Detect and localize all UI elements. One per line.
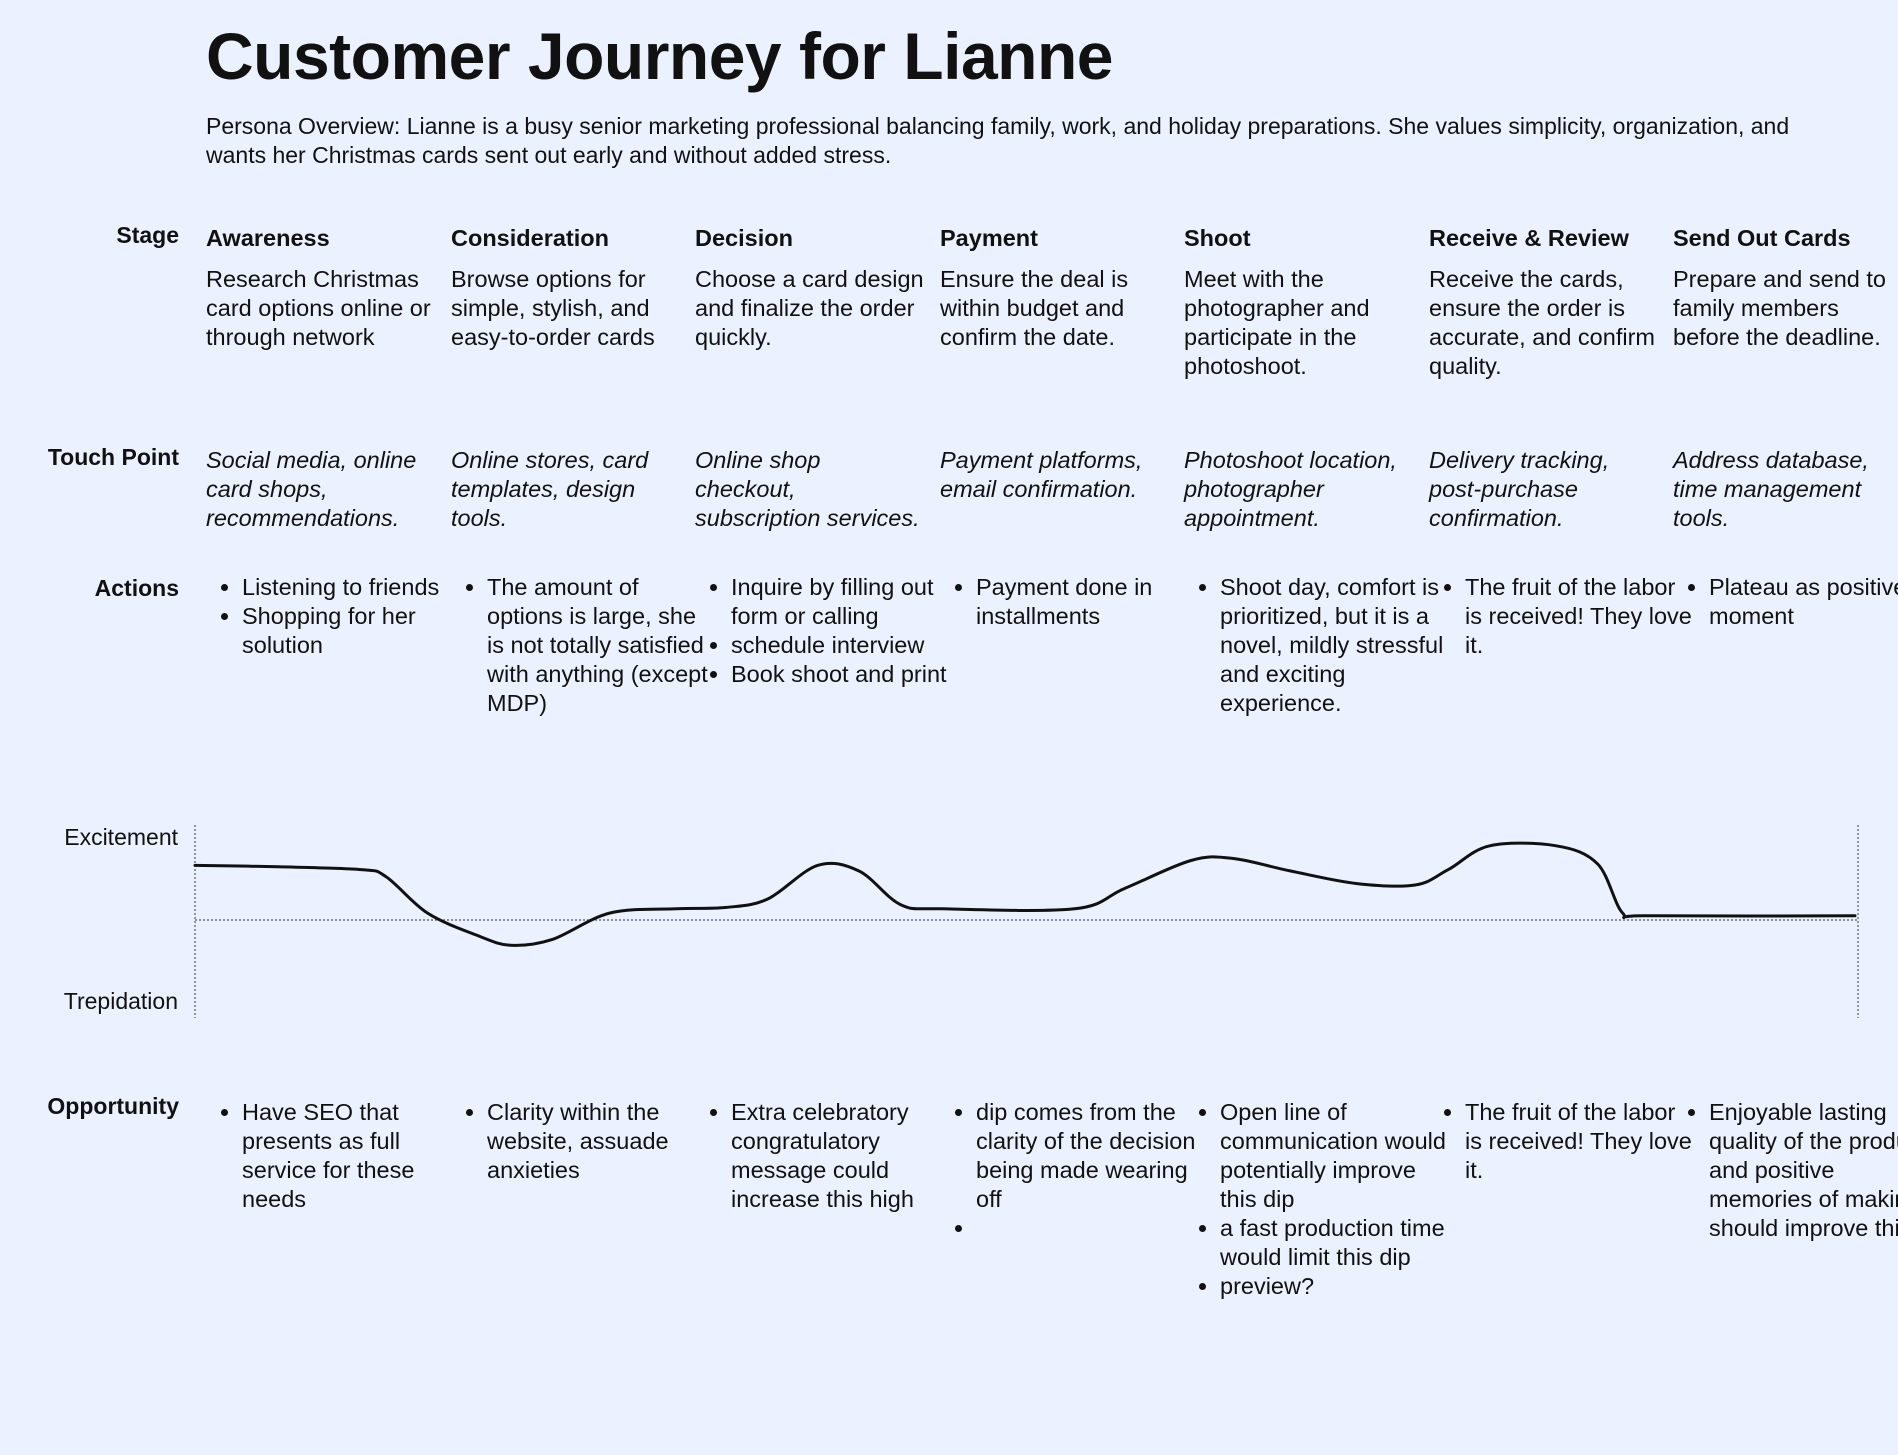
opportunity-item: dip comes from the clarity of the decisi… (976, 1098, 1208, 1214)
opportunity-list: Have SEO that presents as full service f… (206, 1098, 474, 1214)
opportunity-item: The fruit of the labor is received! They… (1465, 1098, 1697, 1185)
stage-description: Research Christmas card options online o… (206, 266, 431, 350)
actions-list: Plateau as positive moment (1673, 573, 1898, 631)
opportunity-list: Extra celebratory congratulatory message… (695, 1098, 963, 1214)
action-item: The fruit of the labor is received! They… (1465, 573, 1697, 660)
touch-point-text: Delivery tracking, post-purchase confirm… (1429, 447, 1610, 531)
axis-label-excitement: Excitement (64, 824, 178, 850)
action-item: Shopping for her solution (242, 602, 474, 660)
action-item: schedule interview (731, 631, 963, 660)
stage-description: Prepare and send to family members befor… (1673, 266, 1886, 350)
persona-overview: Persona Overview: Lianne is a busy senio… (206, 113, 1790, 168)
action-item: Book shoot and print (731, 660, 963, 689)
action-item: Shoot day, comfort is prioritized, but i… (1220, 573, 1452, 718)
opportunity-item: Have SEO that presents as full service f… (242, 1098, 474, 1214)
action-item: Inquire by filling out form or calling (731, 573, 963, 631)
stage-name: Shoot (1184, 225, 1251, 251)
stage-description: Ensure the deal is within budget and con… (940, 266, 1129, 350)
action-item: Plateau as positive moment (1709, 573, 1898, 631)
axis-label-trepidation: Trepidation (63, 988, 178, 1014)
page-title: Customer Journey for Lianne (206, 19, 1114, 93)
opportunity-list: Open line of communication would potenti… (1184, 1098, 1452, 1301)
touch-point-text: Address database, time management tools. (1673, 447, 1869, 531)
actions-list: Inquire by filling out form or callingsc… (695, 573, 963, 689)
stage-name: Receive & Review (1429, 225, 1629, 251)
stage-description: Meet with the photographer and participa… (1184, 266, 1370, 379)
opportunity-item: Extra celebratory congratulatory message… (731, 1098, 963, 1214)
touch-point-text: Social media, online card shops, recomme… (206, 447, 417, 531)
row-label-actions: Actions (94, 575, 179, 601)
action-item: Payment done in installments (976, 573, 1208, 631)
opportunity-list: Enjoyable lasting quality of the product… (1673, 1098, 1898, 1243)
opportunity-list: The fruit of the labor is received! They… (1429, 1098, 1697, 1185)
opportunity-item: preview? (1220, 1272, 1452, 1301)
actions-list: Shoot day, comfort is prioritized, but i… (1184, 573, 1452, 718)
actions-list: The fruit of the labor is received! They… (1429, 573, 1697, 660)
actions-list: Listening to friendsShopping for her sol… (206, 573, 474, 660)
touch-point-text: Payment platforms, email confirmation. (940, 447, 1143, 502)
opportunity-list: dip comes from the clarity of the decisi… (940, 1098, 1208, 1243)
stage-description: Choose a card design and finalize the or… (695, 266, 924, 350)
opportunity-list: Clarity within the website, assuade anxi… (451, 1098, 719, 1185)
stage-description: Receive the cards, ensure the order is a… (1429, 266, 1655, 379)
opportunity-item: a fast production time would limit this … (1220, 1214, 1452, 1272)
row-label-opportunity: Opportunity (47, 1093, 179, 1119)
touch-point-text: Online shop checkout, subscription servi… (695, 447, 920, 531)
row-label-touch-point: Touch Point (47, 444, 179, 470)
opportunity-item: Enjoyable lasting quality of the product… (1709, 1098, 1898, 1243)
actions-list: Payment done in installments (940, 573, 1208, 631)
stage-name: Payment (940, 225, 1038, 251)
actions-list: The amount of options is large, she is n… (451, 573, 719, 718)
action-item: Listening to friends (242, 573, 474, 602)
opportunity-item: Open line of communication would potenti… (1220, 1098, 1452, 1214)
touch-point-text: Photoshoot location, photographer appoin… (1184, 447, 1397, 531)
stage-name: Decision (695, 225, 793, 251)
action-item: The amount of options is large, she is n… (487, 573, 719, 718)
stage-description: Browse options for simple, stylish, and … (451, 266, 655, 350)
stage-name: Send Out Cards (1673, 225, 1851, 251)
touch-point-text: Online stores, card templates, design to… (451, 447, 649, 531)
emotion-line (193, 841, 1857, 947)
opportunity-item: Clarity within the website, assuade anxi… (487, 1098, 719, 1185)
row-label-stage: Stage (116, 222, 179, 248)
stage-name: Awareness (206, 225, 330, 251)
stage-name: Consideration (451, 225, 609, 251)
